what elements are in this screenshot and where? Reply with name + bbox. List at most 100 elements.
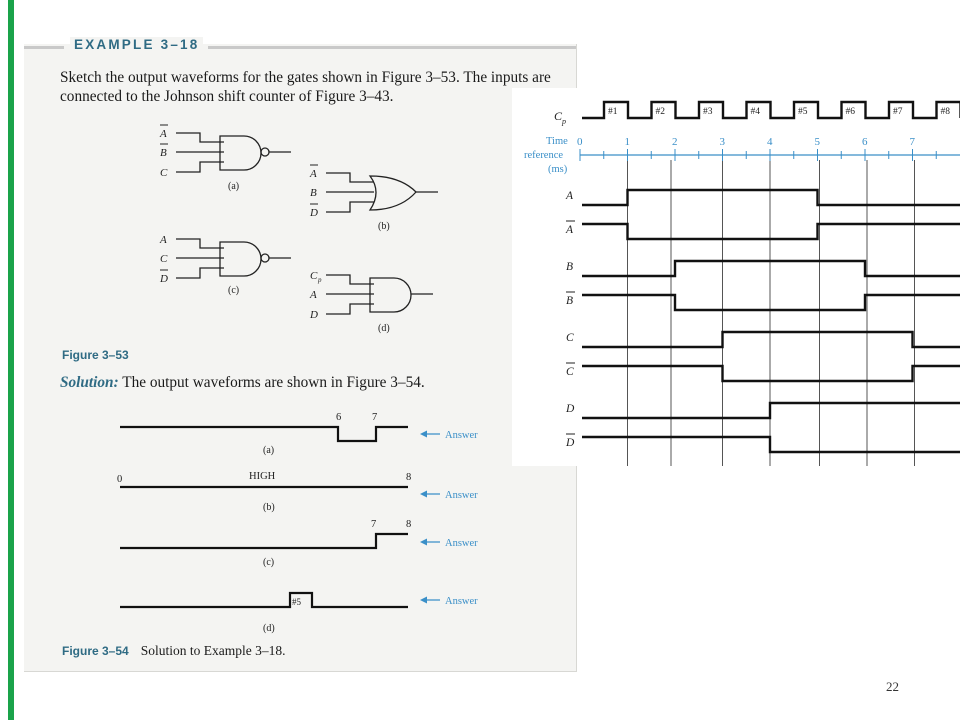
nand-gate-body bbox=[219, 135, 262, 171]
time-mark: 0 bbox=[117, 474, 122, 485]
header-rule-right bbox=[208, 46, 576, 49]
time-reference-label: (ms) bbox=[548, 164, 568, 175]
page-number: 22 bbox=[886, 679, 899, 694]
answer-arrowhead-icon bbox=[420, 538, 427, 546]
gate-input-label: C bbox=[160, 167, 168, 179]
time-mark: 7 bbox=[371, 519, 376, 530]
gate-input-wire bbox=[326, 303, 374, 315]
nand-gate-body bbox=[219, 241, 262, 277]
waveform-caption: (d) bbox=[263, 623, 275, 634]
signal-waveform bbox=[582, 222, 960, 241]
signal-waveform bbox=[582, 293, 960, 312]
gate-input-label: A bbox=[159, 128, 167, 140]
signal-row-d: D bbox=[565, 401, 960, 420]
time-tick-label: 5 bbox=[815, 136, 821, 148]
clock-label: C bbox=[554, 109, 563, 123]
clock-pulse-label: #5 bbox=[798, 107, 808, 117]
solution-text: The output waveforms are shown in Figure… bbox=[122, 374, 425, 391]
clock-pulse-label: #6 bbox=[846, 107, 856, 117]
answer-arrowhead-icon bbox=[420, 596, 427, 604]
gate-input-wire bbox=[176, 132, 224, 143]
signal-row-c: C bbox=[566, 330, 960, 349]
gate-caption: (b) bbox=[378, 221, 390, 232]
signal-waveform bbox=[582, 364, 960, 383]
signal-label: C bbox=[566, 332, 574, 344]
signal-waveform bbox=[582, 330, 960, 349]
time-tick-label: 3 bbox=[720, 136, 726, 148]
gate-input-wire bbox=[326, 274, 374, 285]
clock-pulse-label: #3 bbox=[703, 107, 713, 117]
example-title: EXAMPLE 3–18 bbox=[70, 37, 204, 52]
gate-input-label: A bbox=[309, 289, 317, 301]
clock-pulse-label: #4 bbox=[751, 107, 761, 117]
time-mark: 6 bbox=[336, 412, 341, 423]
or-gate-body bbox=[368, 175, 417, 211]
signal-label: B bbox=[566, 295, 573, 307]
gate-input-label: A bbox=[309, 168, 317, 180]
gate-input-subscript: p bbox=[317, 276, 322, 284]
signal-row-c-bar: C bbox=[566, 362, 960, 383]
time-tick-label: 0 bbox=[577, 136, 583, 148]
signal-row-d-bar: D bbox=[565, 433, 960, 454]
gate-input-wire bbox=[176, 238, 224, 249]
gate-input-label: B bbox=[310, 187, 317, 199]
signal-row-a: A bbox=[565, 188, 960, 207]
problem-statement: Sketch the output waveforms for the gate… bbox=[60, 69, 551, 105]
signal-label: C bbox=[566, 366, 574, 378]
gate-input-label: D bbox=[309, 207, 318, 219]
signal-label: A bbox=[565, 224, 574, 236]
answer-waveform-1: 6 7 (a) Answer bbox=[120, 412, 478, 456]
and-gate-body bbox=[369, 277, 412, 313]
time-mark: 8 bbox=[406, 472, 411, 483]
waveform-trace bbox=[120, 591, 408, 609]
time-tick-label: 2 bbox=[672, 136, 678, 148]
time-mark: 7 bbox=[372, 412, 377, 423]
answer-label: Answer bbox=[445, 430, 478, 441]
time-tick-label: 4 bbox=[767, 136, 773, 148]
gate-input-wire bbox=[176, 161, 224, 173]
clock-waveform bbox=[582, 100, 960, 120]
signal-waveform bbox=[582, 259, 960, 278]
signal-waveform bbox=[582, 401, 960, 420]
waveform-caption: (c) bbox=[263, 557, 274, 568]
clock-pulse-label: #8 bbox=[941, 107, 951, 117]
gate-caption: (c) bbox=[228, 285, 239, 296]
clock-pulse-label: #2 bbox=[656, 107, 666, 117]
time-tick-label: 6 bbox=[862, 136, 868, 148]
gate-nand-3: ACD(c) bbox=[159, 234, 291, 296]
signal-waveform bbox=[582, 188, 960, 207]
answer-arrowhead-icon bbox=[420, 490, 427, 498]
gate-input-label: C bbox=[310, 270, 318, 282]
signal-label: A bbox=[565, 190, 574, 202]
slide-accent-bar bbox=[8, 0, 14, 720]
answer-label: Answer bbox=[445, 490, 478, 501]
figure-3-54-caption-text: Solution to Example 3–18. bbox=[140, 643, 286, 658]
signal-row-b: B bbox=[566, 259, 960, 278]
waveform-trace bbox=[120, 532, 408, 550]
header-rule-left bbox=[24, 46, 64, 49]
high-note: HIGH bbox=[249, 471, 276, 482]
answer-waveform-2: 0 8 HIGH (b) Answer bbox=[117, 471, 478, 513]
waveform-caption: (b) bbox=[263, 502, 275, 513]
signal-label: D bbox=[565, 437, 575, 449]
time-reference-label: Time bbox=[546, 136, 568, 147]
waveform-caption: (a) bbox=[263, 445, 274, 456]
gate-input-label: A bbox=[159, 234, 167, 246]
gate-input-wire bbox=[326, 201, 374, 213]
gate-input-label: D bbox=[309, 309, 318, 321]
gate-or-2: ABD (b) bbox=[309, 164, 438, 232]
pulse-label: #5 bbox=[292, 597, 302, 607]
gate-caption: (d) bbox=[378, 323, 390, 334]
time-tick-label: 1 bbox=[625, 136, 631, 148]
waveform-trace bbox=[120, 425, 408, 443]
gate-caption: (a) bbox=[228, 181, 239, 192]
gate-nand-1: ABC(a) bbox=[159, 124, 291, 192]
gate-input-wire bbox=[326, 172, 374, 183]
clock-pulse-label: #7 bbox=[893, 107, 903, 117]
signal-waveform bbox=[582, 435, 960, 454]
answer-label: Answer bbox=[445, 538, 478, 549]
